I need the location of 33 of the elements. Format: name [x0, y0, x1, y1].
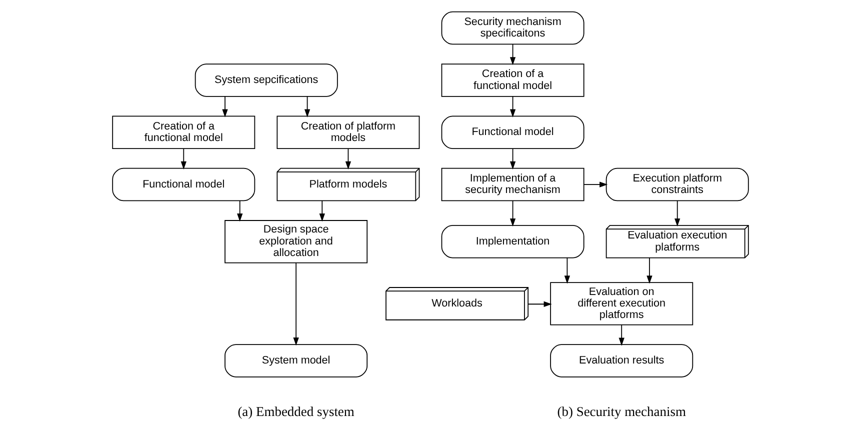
arrow — [646, 258, 652, 284]
node-box: Implementation — [441, 225, 584, 258]
arrow — [510, 148, 516, 170]
label: (b) Security mechanism — [557, 404, 686, 420]
arrow — [237, 200, 243, 222]
arrow — [674, 200, 680, 227]
arrow — [510, 44, 516, 66]
node-box: Evaluation results — [550, 344, 694, 378]
node-box: System sepcifications — [194, 64, 338, 97]
arrow — [345, 148, 352, 170]
arrow — [564, 258, 570, 284]
node-box: Creation of a functional model — [112, 116, 256, 149]
arrow — [293, 262, 299, 346]
node-box: Execution platform constraints — [606, 168, 749, 202]
node-box: Evaluation on different execution platforms — [550, 282, 694, 326]
arrow — [222, 96, 228, 118]
node-box: Security mechanism specificaitons — [441, 11, 584, 45]
node-box: Functional model — [112, 168, 256, 202]
arrow — [510, 200, 516, 227]
arrow — [584, 182, 608, 188]
arrow — [618, 324, 624, 346]
arrow — [180, 148, 186, 170]
arrow — [304, 96, 310, 118]
node-box: Design space exploration and allocation — [224, 220, 368, 264]
arrow — [319, 200, 325, 222]
node-box: Functional model — [441, 116, 584, 149]
node-box: System model — [224, 344, 368, 378]
label: (a) Embedded system — [238, 404, 354, 420]
node-box: Implemention of a security mechanism — [441, 168, 584, 202]
node-box: Creation of platform models — [276, 116, 420, 149]
arrow — [510, 96, 516, 118]
arrow — [528, 301, 552, 307]
node-box: Creation of a functional model — [441, 64, 584, 97]
